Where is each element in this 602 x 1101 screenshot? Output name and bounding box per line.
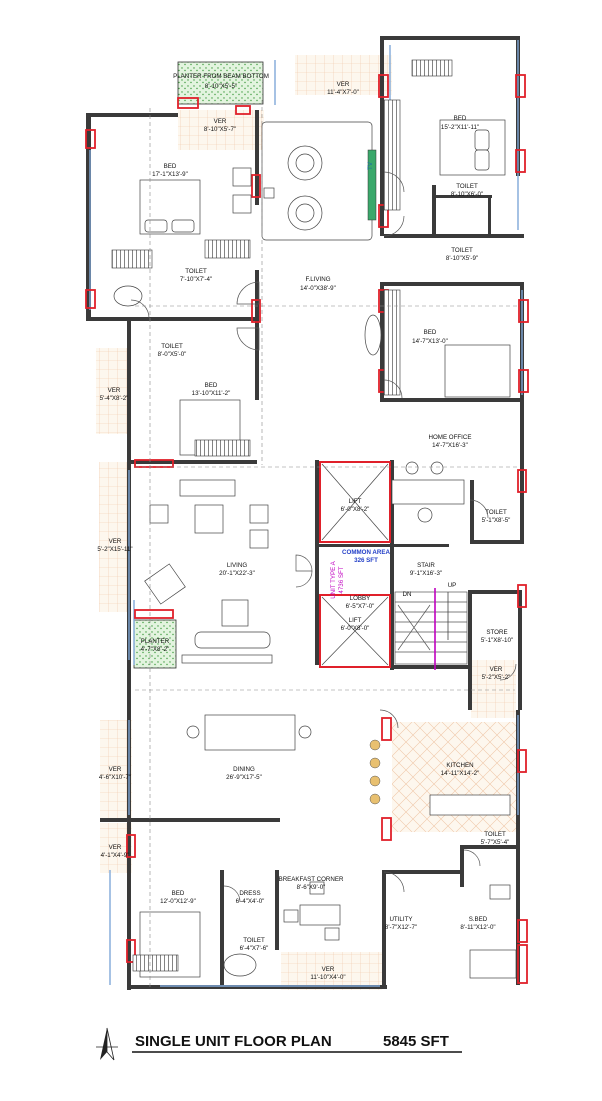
verandah-tiles [96,55,520,990]
room-name: KITCHEN [446,762,473,769]
stair-up-label: UP [448,582,457,589]
room-size: 4'-6"X10'-7" [99,774,131,781]
stair-down-label: DN [403,591,412,598]
room-size: 14'-11"X14'-2" [441,770,480,777]
room-size: 13'-10"X11'-2" [192,390,231,397]
planter-top [177,61,264,105]
room-name: TOILET [485,509,507,516]
room-name: PLANTER [141,638,170,645]
room-name: TOILET [484,831,506,838]
room-name: VER [337,81,350,88]
room-labels: PLANTER FROM BEAM BOTTOM 8'-10"X5'-5" VE… [97,73,513,981]
room-name: BREAKFAST CORNER [279,876,344,883]
north-arrow-icon [96,1027,118,1061]
room-name: BED [172,890,185,897]
room-size: 8'-10"X5'-5" [205,83,237,90]
room-name: VER [108,387,121,394]
room-size: 5'-4"X8'-2" [100,395,129,402]
room-size: 8'-10"X6'-0" [451,191,483,198]
room-size: 5'-2"X15'-11" [97,546,132,553]
room-name: VER [322,966,335,973]
room-size: 5'-7"X5'-4" [481,839,510,846]
columns [85,74,529,984]
room-size: 5'-1"X8'-5" [482,517,511,524]
room-size: 5'-1"X8'-10" [481,637,513,644]
room-size: 6'-0"X8'-2" [341,506,370,513]
room-name: BED [454,115,467,122]
lift-a-shaft [319,461,391,543]
room-name: VER [109,844,122,851]
furniture [111,59,517,979]
room-name: COMMON AREA [342,549,390,556]
room-name: TOILET [451,247,473,254]
room-name: STORE [486,629,507,636]
title-block: SINGLE UNIT FLOOR PLAN 5845 SFT [96,1027,462,1061]
room-name: TOILET [243,937,265,944]
room-size: 11'-10"X4'-0" [310,974,345,981]
room-size: 12'-0"X12'-9" [160,898,196,905]
room-size: 4'-7"X8'-2" [141,646,170,653]
grid-lines [135,100,520,990]
room-size: 9'-1"X16'-3" [410,570,442,577]
room-name: F.LIVING [305,276,330,283]
room-name: HOME OFFICE [429,434,472,441]
room-size: 8'-6"X9'-0" [297,884,326,891]
room-size: 4736 SFT [338,566,345,593]
tv-label: TV [367,161,374,170]
room-size: 5'-2"X5'-2" [482,674,511,681]
lift-b-shaft [319,594,391,668]
room-name: TOILET [185,268,207,275]
room-name: LIFT [349,617,362,624]
doors [130,171,517,903]
room-size: 8'-0"X5'-0" [158,351,187,358]
room-size: 14'-7"X13'-0" [412,338,448,345]
room-size: 8'-10"X5'-9" [446,255,478,262]
plan-total-area: 5845 SFT [383,1033,449,1050]
room-name: S.BED [469,916,488,923]
room-name: DRESS [239,890,260,897]
room-size: 6'-4"X4'-0" [236,898,265,905]
room-size: 8'-7"X12'-7" [385,924,417,931]
room-size: 26'-9"X17'-5" [226,774,262,781]
walls [86,36,524,990]
room-name: LIFT [349,498,362,505]
room-name: STAIR [417,562,435,569]
room-name: UNIT TYPE A [330,560,337,598]
room-size: 8'-10"X5'-7" [204,126,236,133]
room-size: 6'-0"X8'-0" [341,625,370,632]
room-size: 8'-11"X12'-0" [460,924,495,931]
plan-title: SINGLE UNIT FLOOR PLAN [135,1033,332,1050]
room-size: 14'-7"X16'-3" [432,442,468,449]
room-name: BED [164,163,177,170]
room-size: 11'-4"X7'-0" [327,89,359,96]
room-name: UTILITY [389,916,412,923]
room-name: TOILET [456,183,478,190]
room-name: BED [424,329,437,336]
room-size: 6'-5"X7'-0" [346,603,375,610]
room-size: 7'-10"X7'-4" [180,276,212,283]
room-size: 4'-1"X4'-9" [101,852,130,859]
room-size: 17'-1"X13'-9" [152,171,188,178]
room-size: 326 SFT [354,557,378,564]
room-name: LOBBY [350,595,371,602]
windows [89,40,523,987]
room-size: 14'-0"X38'-9" [300,285,336,292]
room-size: 20'-1"X22'-3" [219,570,255,577]
room-name: TOILET [161,343,183,350]
room-name: DINING [233,766,255,773]
room-name: VER [490,666,503,673]
planter-mid [133,619,177,669]
room-name: PLANTER FROM BEAM BOTTOM [173,73,269,80]
stair-flight [394,588,468,670]
room-size: 15'-2"X11'-11" [441,124,479,131]
room-name: VER [109,766,122,773]
room-name: LIVING [227,562,247,569]
room-size: 6'-4"X7'-6" [240,945,269,952]
room-name: BED [205,382,218,389]
room-name: VER [214,118,227,125]
room-name: VER [109,538,122,545]
